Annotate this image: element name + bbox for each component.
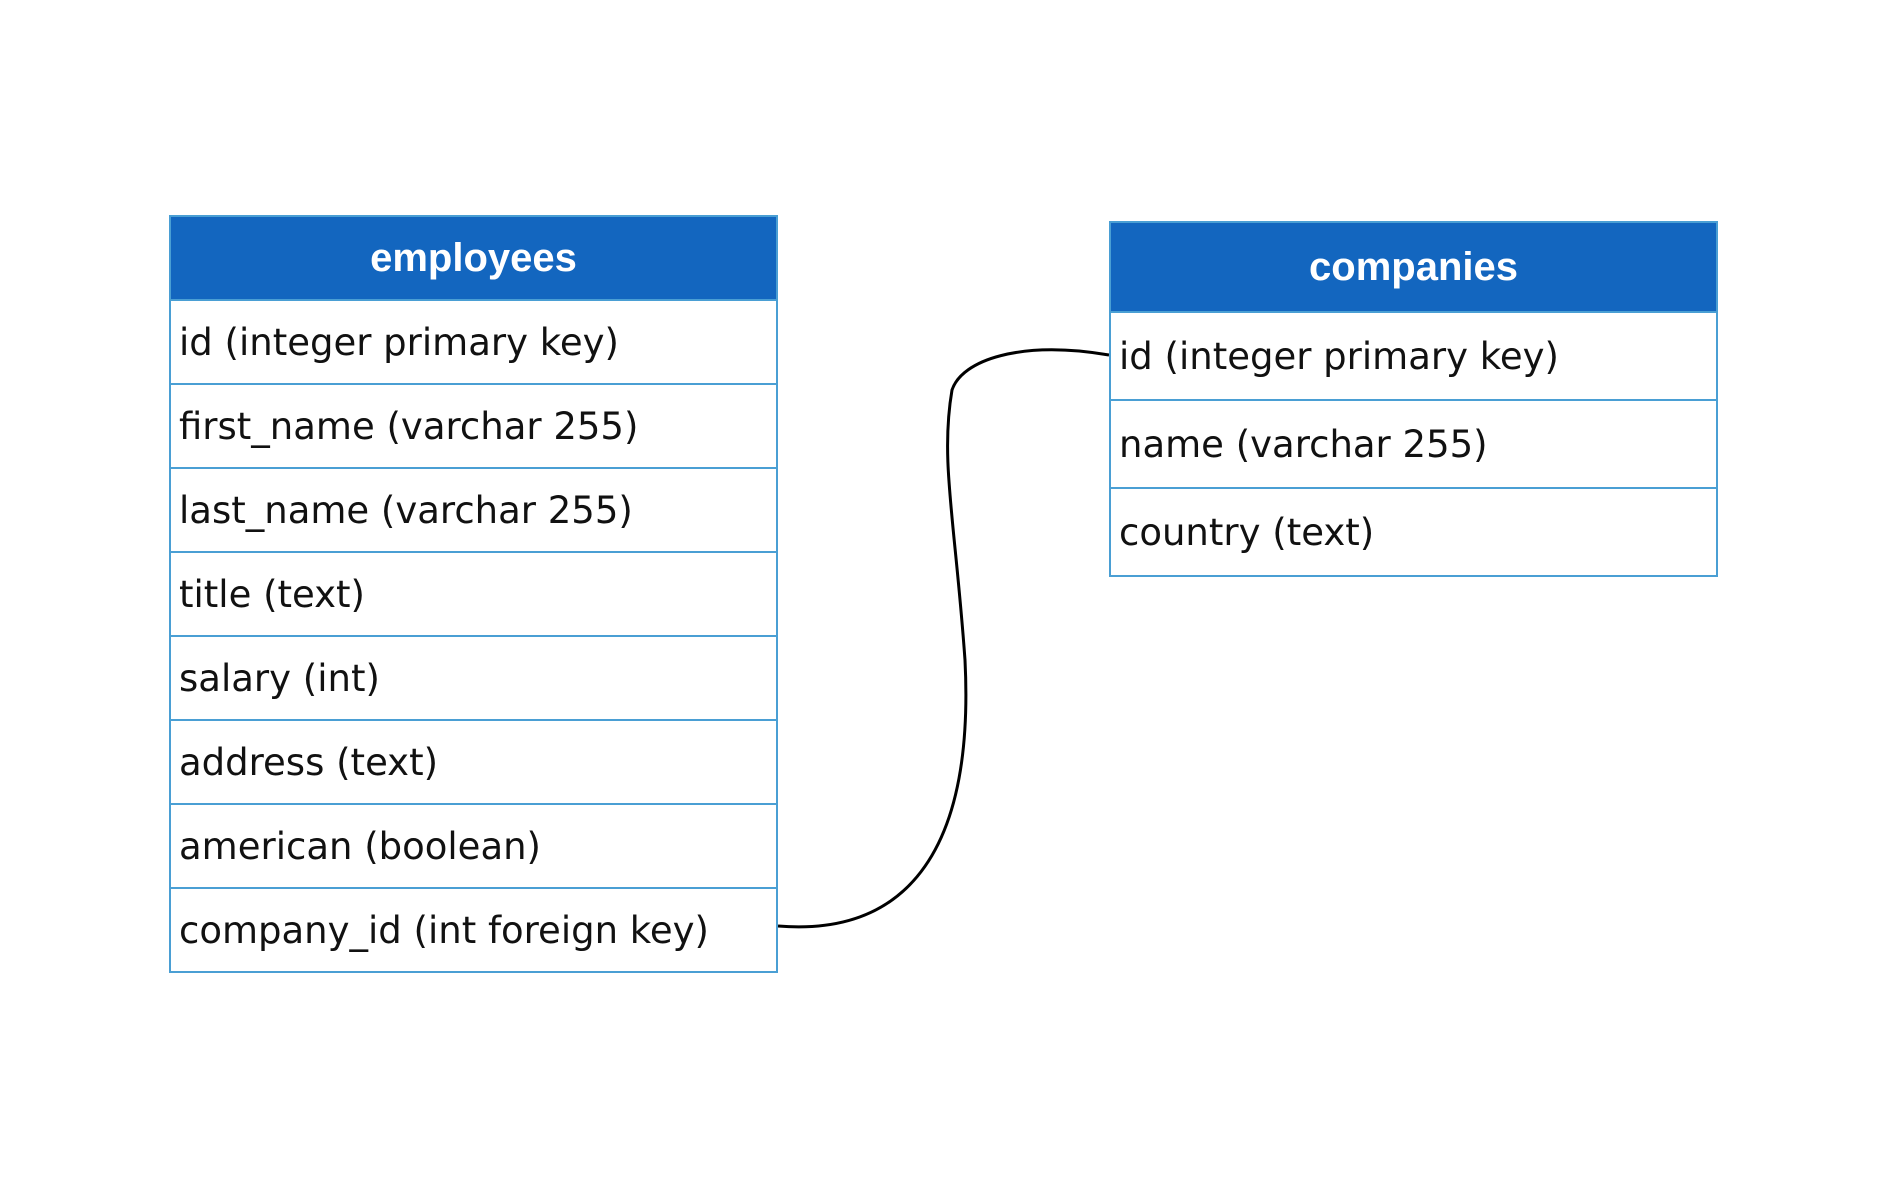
employees-table-header: employees — [171, 217, 776, 299]
employees-field-salary[interactable]: salary (int) — [171, 635, 776, 719]
employees-field-company-id[interactable]: company_id (int foreign key) — [171, 887, 776, 971]
companies-field-country[interactable]: country (text) — [1111, 487, 1716, 575]
employees-field-id[interactable]: id (integer primary key) — [171, 299, 776, 383]
companies-table[interactable]: companies id (integer primary key) name … — [1109, 221, 1718, 577]
employees-field-last-name[interactable]: last_name (varchar 255) — [171, 467, 776, 551]
employees-field-address[interactable]: address (text) — [171, 719, 776, 803]
companies-field-id[interactable]: id (integer primary key) — [1111, 311, 1716, 399]
companies-field-name[interactable]: name (varchar 255) — [1111, 399, 1716, 487]
employees-field-american[interactable]: american (boolean) — [171, 803, 776, 887]
employees-field-title[interactable]: title (text) — [171, 551, 776, 635]
employees-field-first-name[interactable]: first_name (varchar 255) — [171, 383, 776, 467]
foreign-key-link-line — [777, 348, 1110, 929]
employees-table[interactable]: employees id (integer primary key) first… — [169, 215, 778, 973]
companies-table-header: companies — [1111, 223, 1716, 311]
